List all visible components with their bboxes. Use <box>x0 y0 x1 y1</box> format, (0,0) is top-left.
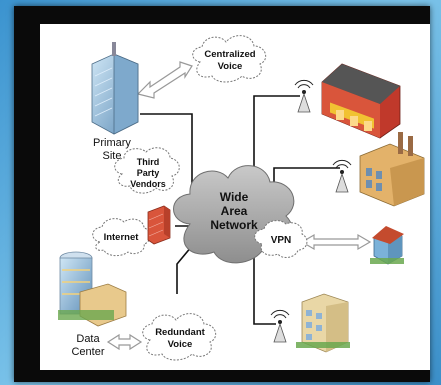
internet-label: Internet <box>104 232 140 243</box>
party-label: Party <box>137 168 160 178</box>
vpn-cloud: VPN <box>254 220 308 258</box>
site-label: Site <box>103 150 122 162</box>
centralized-voice-cloud: Centralized Voice <box>192 35 267 83</box>
center-label: Center <box>71 346 104 358</box>
primary-label: Primary <box>93 137 131 149</box>
wireless-tower-1 <box>294 79 314 113</box>
firewall-icon <box>147 205 171 245</box>
branch-house-building <box>370 226 404 265</box>
branch-shop-building <box>321 63 401 139</box>
line-branch-4 <box>253 242 276 325</box>
internet-cloud: Internet <box>92 218 151 257</box>
line-primary-site <box>140 113 193 196</box>
voice-label: Voice <box>218 61 243 72</box>
arrows <box>106 61 372 351</box>
arrow-redundant-voice <box>106 333 143 351</box>
arrow-centralized-voice <box>136 61 193 99</box>
wireless-tower-2 <box>332 159 352 193</box>
branch-factory-building <box>359 132 425 207</box>
wan-label-1: Wide <box>220 190 249 204</box>
vpn-label: VPN <box>271 235 292 246</box>
centralized-label: Centralized <box>204 49 255 60</box>
wan-label-2: Area <box>221 204 248 218</box>
network-diagram: Wide Area Network Centralized Voice Thir… <box>40 24 430 370</box>
wireless-tower-3 <box>270 309 290 343</box>
arrow-vpn <box>300 233 372 251</box>
diagram-svg: Wide Area Network Centralized Voice Thir… <box>58 35 425 361</box>
third-party-cloud: Third Party Vendors <box>114 147 180 194</box>
image-frame: Wide Area Network Centralized Voice Thir… <box>14 6 430 382</box>
data-center-building <box>58 251 127 327</box>
primary-site-building <box>91 42 139 135</box>
redundant-label: Redundant <box>155 327 205 338</box>
line-data-center <box>176 245 193 294</box>
voice-label-2: Voice <box>168 339 193 350</box>
wan-label-3: Network <box>210 218 258 232</box>
branch-apartment-building <box>296 293 350 353</box>
data-label: Data <box>76 333 100 345</box>
redundant-voice-cloud: Redundant Voice <box>142 313 217 361</box>
third-label: Third <box>137 157 160 167</box>
antenna-icon <box>112 42 116 56</box>
line-branch-1 <box>253 95 300 184</box>
vendors-label: Vendors <box>130 179 166 189</box>
